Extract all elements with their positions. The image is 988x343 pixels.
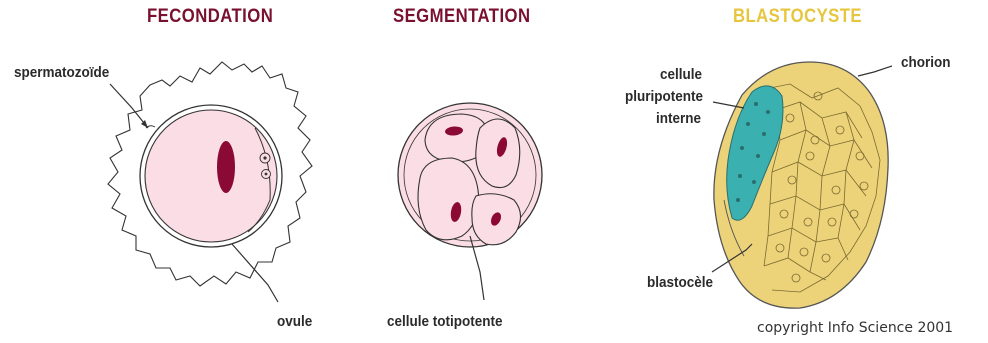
- label-pluripotente: pluripotente: [625, 88, 703, 106]
- blastomere-3: [418, 158, 479, 240]
- label-cellule-totipotente: cellule totipotente: [387, 313, 503, 331]
- label-ovule: ovule: [277, 313, 312, 331]
- ovule-nucleus: [217, 141, 235, 193]
- label-cellule: cellule: [660, 66, 702, 84]
- label-interne: interne: [656, 110, 701, 128]
- label-chorion: chorion: [901, 54, 951, 72]
- segmentation-illustration: [398, 103, 542, 300]
- label-spermatozoide: spermatozoïde: [14, 64, 109, 82]
- fecondation-illustration: [108, 62, 312, 302]
- label-blastocele: blastocèle: [647, 274, 713, 292]
- copyright-text: copyright Info Science 2001: [757, 320, 953, 336]
- blastocyste-illustration: [712, 62, 892, 308]
